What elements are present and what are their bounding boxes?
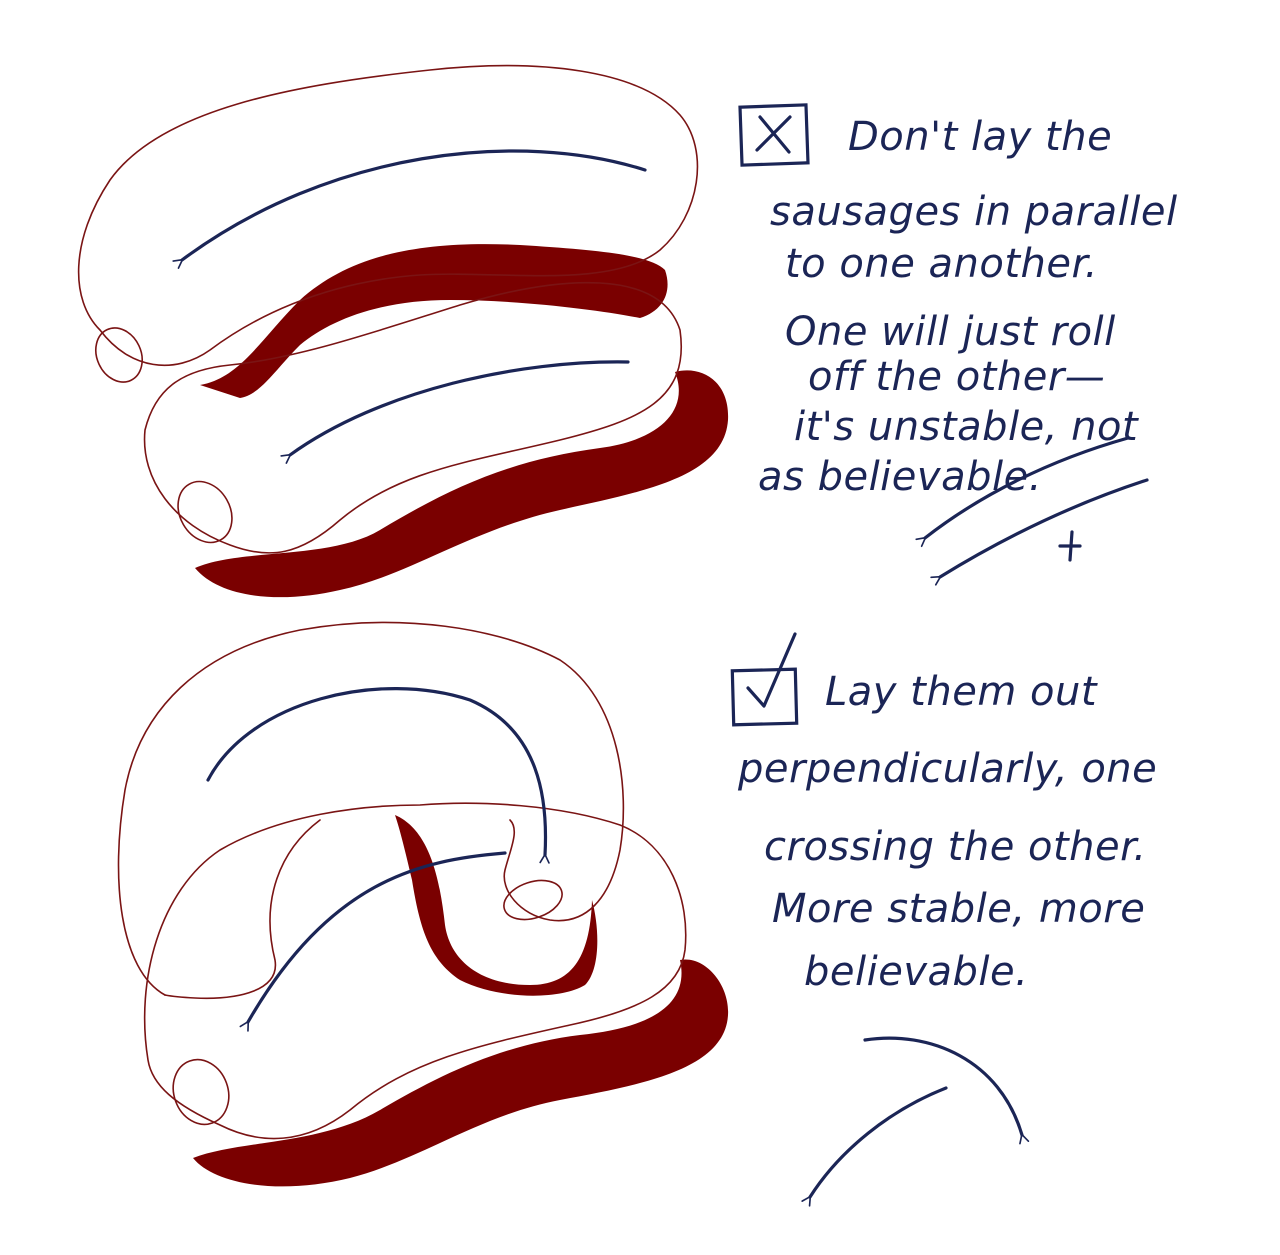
wrong-mark (738, 103, 810, 167)
lower-sausage-end (177, 480, 233, 544)
top-note-line-6: it's unstable, not (794, 404, 1139, 450)
legend-base-arrow (801, 1086, 948, 1207)
top-note-line-2: sausages in parallel (770, 189, 1178, 235)
legend-parallel-arrow-2 (930, 478, 1149, 586)
bottom-note-line-4: More stable, more (772, 886, 1145, 932)
bottom-note-line-3: crossing the other. (764, 824, 1147, 870)
crossing-sausage-inner (164, 819, 321, 1000)
legend-crossing-arrow (863, 1036, 1030, 1145)
top-note-line-1: Don't lay the (848, 114, 1112, 160)
bottom-note-line-1: Lay them out (825, 669, 1098, 715)
upper-sausage-end (95, 327, 143, 383)
contact-shadow-top (200, 244, 668, 398)
bottom-note-line-5: believable. (804, 949, 1028, 995)
top-note-line-3: to one another. (785, 241, 1098, 287)
upper-sausage-direction-arrow (172, 149, 647, 269)
x-glyph (755, 115, 792, 154)
contact-shadow-bottom (395, 815, 598, 996)
crossing-sausage-end (503, 879, 563, 921)
bottom-note: Lay them out perpendicularly, one crossi… (737, 669, 1157, 995)
ground-shadow-bottom (193, 959, 729, 1187)
crossing-sausage-direction-arrow (206, 687, 550, 864)
crossing-sausage-outline (117, 621, 625, 996)
base-sausage-outline (143, 802, 687, 1140)
top-note-line-5: off the other— (808, 354, 1105, 400)
base-sausage-end (172, 1058, 230, 1126)
upper-sausage-outline (77, 64, 699, 367)
legend-parallel-arrow-1 (915, 436, 1130, 548)
bottom-note-line-2: perpendicularly, one (737, 746, 1157, 792)
cross-mark-icon (1058, 530, 1082, 562)
top-note: Don't lay the sausages in parallel to on… (758, 114, 1178, 500)
parallel-arrows-legend (915, 436, 1149, 586)
top-note-line-7: as believable. (758, 454, 1042, 500)
ground-shadow-top (195, 370, 729, 598)
lower-sausage-direction-arrow (280, 360, 630, 464)
parallel-sausages-illustration (77, 64, 729, 598)
top-note-line-4: One will just roll (785, 309, 1116, 355)
checkbox-icon (730, 667, 799, 727)
lower-sausage-outline (143, 281, 683, 554)
right-mark (730, 632, 799, 727)
base-sausage-direction-arrow (239, 851, 507, 1032)
perpendicular-arrows-legend (801, 1036, 1030, 1207)
perpendicular-sausages-illustration (117, 621, 729, 1187)
check-glyph (746, 632, 797, 708)
x-box-icon (738, 103, 810, 167)
